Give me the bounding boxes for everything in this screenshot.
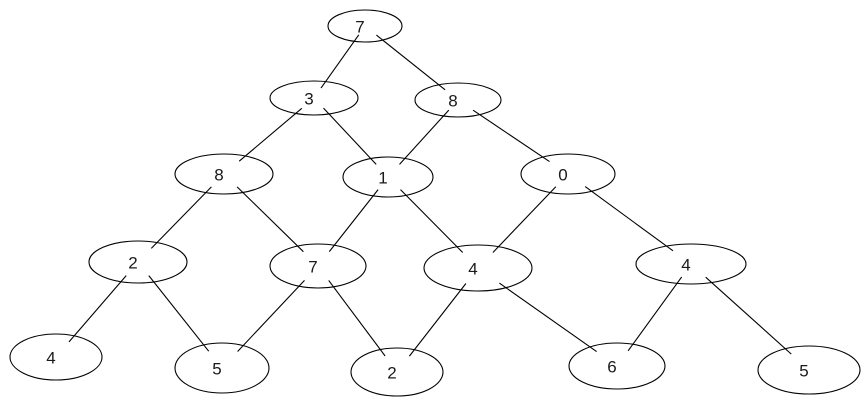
graph-edge-r2c2-r3c2 xyxy=(399,109,450,165)
node-label: 5 xyxy=(212,360,221,379)
graph-node-r5c5: 5 xyxy=(757,345,861,395)
node-ellipse xyxy=(174,342,270,394)
graph-node-r4c2: 7 xyxy=(269,243,367,289)
graph-node-r3c2: 1 xyxy=(342,156,434,198)
node-ellipse xyxy=(757,345,861,395)
node-ellipse xyxy=(423,244,533,292)
node-label: 8 xyxy=(448,92,457,111)
node-label: 1 xyxy=(378,169,387,188)
graph-node-r5c2: 5 xyxy=(174,342,270,394)
node-ellipse xyxy=(568,342,666,390)
graph-edge-r3c1-r4c1 xyxy=(150,186,212,249)
node-label: 4 xyxy=(46,349,55,368)
node-ellipse xyxy=(414,82,502,118)
graph-node-r1c1: 7 xyxy=(327,9,403,43)
graph-node-r5c1: 4 xyxy=(9,333,103,381)
node-ellipse xyxy=(520,153,616,195)
graph-edge-r4c3-r5c4 xyxy=(499,282,597,353)
graph-node-r5c3: 2 xyxy=(350,347,444,397)
graph-edge-r4c2-r5c2 xyxy=(237,280,305,352)
graph-edge-r4c2-r5c3 xyxy=(328,280,386,357)
node-label: 5 xyxy=(799,362,808,381)
node-ellipse xyxy=(327,9,403,43)
node-label: 4 xyxy=(681,256,690,275)
node-label: 7 xyxy=(355,18,364,37)
graph-node-r2c2: 8 xyxy=(414,82,502,118)
graph-edge-r4c1-r5c2 xyxy=(148,275,210,352)
graph-edge-r2c2-r3c3 xyxy=(472,109,550,163)
node-label: 0 xyxy=(558,166,567,185)
node-label: 3 xyxy=(304,90,313,109)
node-label: 6 xyxy=(607,358,616,377)
node-ellipse xyxy=(88,240,188,284)
node-ellipse xyxy=(635,243,747,285)
node-label: 2 xyxy=(128,254,137,273)
node-ellipse xyxy=(342,156,434,198)
graph-edge-r3c2-r4c3 xyxy=(400,189,464,253)
graph-node-r4c3: 4 xyxy=(423,244,533,292)
node-ellipse xyxy=(9,333,103,381)
graph-node-r3c3: 0 xyxy=(520,153,616,195)
graph-node-r2c1: 3 xyxy=(269,80,359,116)
graph-edge-r4c4-r5c4 xyxy=(627,276,683,352)
node-ellipse xyxy=(269,243,367,289)
graph-edge-r4c3-r5c3 xyxy=(408,283,467,357)
graph-edge-r1c1-r2c2 xyxy=(376,34,446,91)
graph-node-r3c1: 8 xyxy=(174,153,274,195)
graph-edge-r2c1-r3c1 xyxy=(238,107,303,162)
graph-edge-r1c1-r2c1 xyxy=(320,34,360,89)
graph-edge-r3c3-r4c3 xyxy=(492,186,557,253)
node-ellipse xyxy=(174,153,274,195)
node-label: 2 xyxy=(387,364,396,383)
graph-edge-r4c4-r5c5 xyxy=(705,276,792,355)
graph-edge-r3c1-r4c2 xyxy=(236,186,304,253)
graph-edge-r2c1-r3c2 xyxy=(323,107,377,165)
node-ellipse xyxy=(350,347,444,397)
node-label: 4 xyxy=(468,260,477,279)
graph-node-r4c1: 2 xyxy=(88,240,188,284)
graph-edge-r4c1-r5c1 xyxy=(68,275,127,343)
node-ellipse xyxy=(269,80,359,116)
node-label: 8 xyxy=(214,166,223,185)
graph-node-r4c4: 4 xyxy=(635,243,747,285)
graph-node-r5c4: 6 xyxy=(568,342,666,390)
node-label: 7 xyxy=(308,258,317,277)
graph-edge-r3c2-r4c2 xyxy=(328,189,379,252)
graph-edge-r3c3-r4c4 xyxy=(584,186,674,252)
